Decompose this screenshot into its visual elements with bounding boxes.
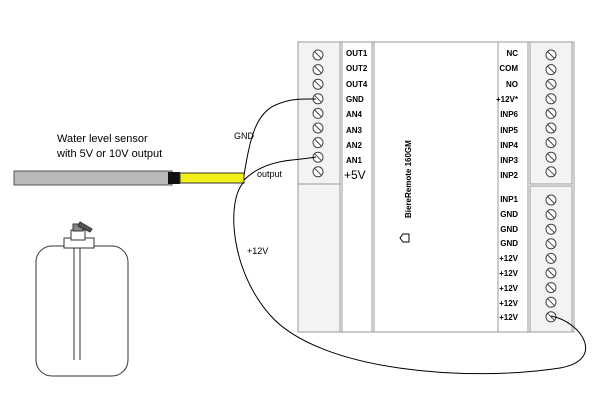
supply-wire-label: +12V xyxy=(247,246,269,256)
module-center-block xyxy=(373,41,499,333)
output-wire xyxy=(243,156,317,181)
right-bottom-terminal-label-0: INP1 xyxy=(500,195,518,204)
output-wire-label: output xyxy=(257,169,283,179)
supply-wire xyxy=(233,181,587,375)
right-top-terminal-label-1: COM xyxy=(499,64,518,74)
terminal-screw xyxy=(545,223,557,235)
left-terminal-label-4: AN4 xyxy=(346,110,363,120)
terminal-screw xyxy=(545,238,557,250)
terminal-screw xyxy=(545,122,557,134)
right-bottom-terminal-label-6: +12V xyxy=(499,283,518,293)
terminal-screw xyxy=(545,137,557,149)
right-label-column xyxy=(497,41,529,333)
right-bottom-terminal-label-7: +12V xyxy=(499,298,518,308)
right-bottom-terminal-label-4: +12V xyxy=(499,254,518,264)
terminal-screw xyxy=(312,166,324,178)
sensor-connector xyxy=(77,221,93,233)
terminal-screw xyxy=(312,107,324,119)
right-top-terminal-label-0: NC xyxy=(506,49,518,58)
left-terminal-label-5: AN3 xyxy=(346,125,363,135)
right-top-terminal-label-5: INP5 xyxy=(500,125,518,135)
right-top-terminal-label-6: INP4 xyxy=(500,140,518,150)
sensor-title-line1: Water level sensor xyxy=(57,133,148,145)
right-bottom-terminal-label-1: GND xyxy=(500,209,518,219)
right-top-screw-terminals xyxy=(545,49,557,178)
right-bottom-terminal-label-2: GND xyxy=(500,224,518,234)
terminal-screw xyxy=(545,93,557,105)
right-top-terminal-label-7: INP3 xyxy=(500,156,518,166)
left-terminal-label-2: OUT4 xyxy=(346,79,368,89)
terminal-screw xyxy=(545,78,557,90)
right-bottom-terminal-label-3: GND xyxy=(500,239,518,249)
sensor-cable xyxy=(179,172,245,184)
terminal-screw xyxy=(545,166,557,178)
terminal-screw xyxy=(545,267,557,279)
terminal-screw xyxy=(545,151,557,163)
right-bottom-screw-terminals xyxy=(545,194,557,323)
module-supply-label: +5V xyxy=(344,168,366,182)
right-top-terminal-label-4: INP6 xyxy=(500,110,518,120)
sensor-cap xyxy=(168,172,180,184)
gnd-wire-label: GND xyxy=(234,131,254,141)
water-tank xyxy=(35,245,129,377)
terminal-screw xyxy=(312,49,324,61)
terminal-screw xyxy=(545,64,557,76)
left-terminal-label-6: AN2 xyxy=(346,140,363,150)
right-bottom-terminal-label-5: +12V xyxy=(499,269,518,278)
terminal-screw xyxy=(312,137,324,149)
terminal-screw xyxy=(545,194,557,206)
terminal-screw xyxy=(312,122,324,134)
left-terminal-label-1: OUT2 xyxy=(346,64,368,74)
terminal-screw xyxy=(545,209,557,221)
left-label-column xyxy=(341,41,373,333)
sensor-body xyxy=(13,170,173,186)
terminal-screw xyxy=(545,107,557,119)
right-top-terminal-label-2: NO xyxy=(506,79,518,89)
module-name: BiereRemote 160GM xyxy=(404,140,413,218)
sensor-title-line2: with 5V or 10V output xyxy=(57,148,163,160)
right-bottom-terminal-label-8: +12V xyxy=(499,313,518,323)
gnd-wire xyxy=(243,98,317,176)
terminal-screw xyxy=(545,296,557,308)
terminal-screw xyxy=(545,252,557,264)
left-terminal-label-3: GND xyxy=(346,94,364,104)
left-lower-panel xyxy=(297,183,341,333)
terminal-screw xyxy=(545,49,557,61)
terminal-screw xyxy=(312,64,324,76)
terminal-screw xyxy=(312,78,324,90)
terminal-screw xyxy=(545,282,557,294)
left-terminal-label-7: AN1 xyxy=(346,156,363,166)
left-screw-terminals xyxy=(312,49,324,178)
right-top-terminal-label-8: INP2 xyxy=(500,171,518,181)
left-terminal-label-0: OUT1 xyxy=(346,49,368,58)
right-top-terminal-label-3: +12V* xyxy=(495,94,518,104)
module-logo xyxy=(399,233,410,243)
